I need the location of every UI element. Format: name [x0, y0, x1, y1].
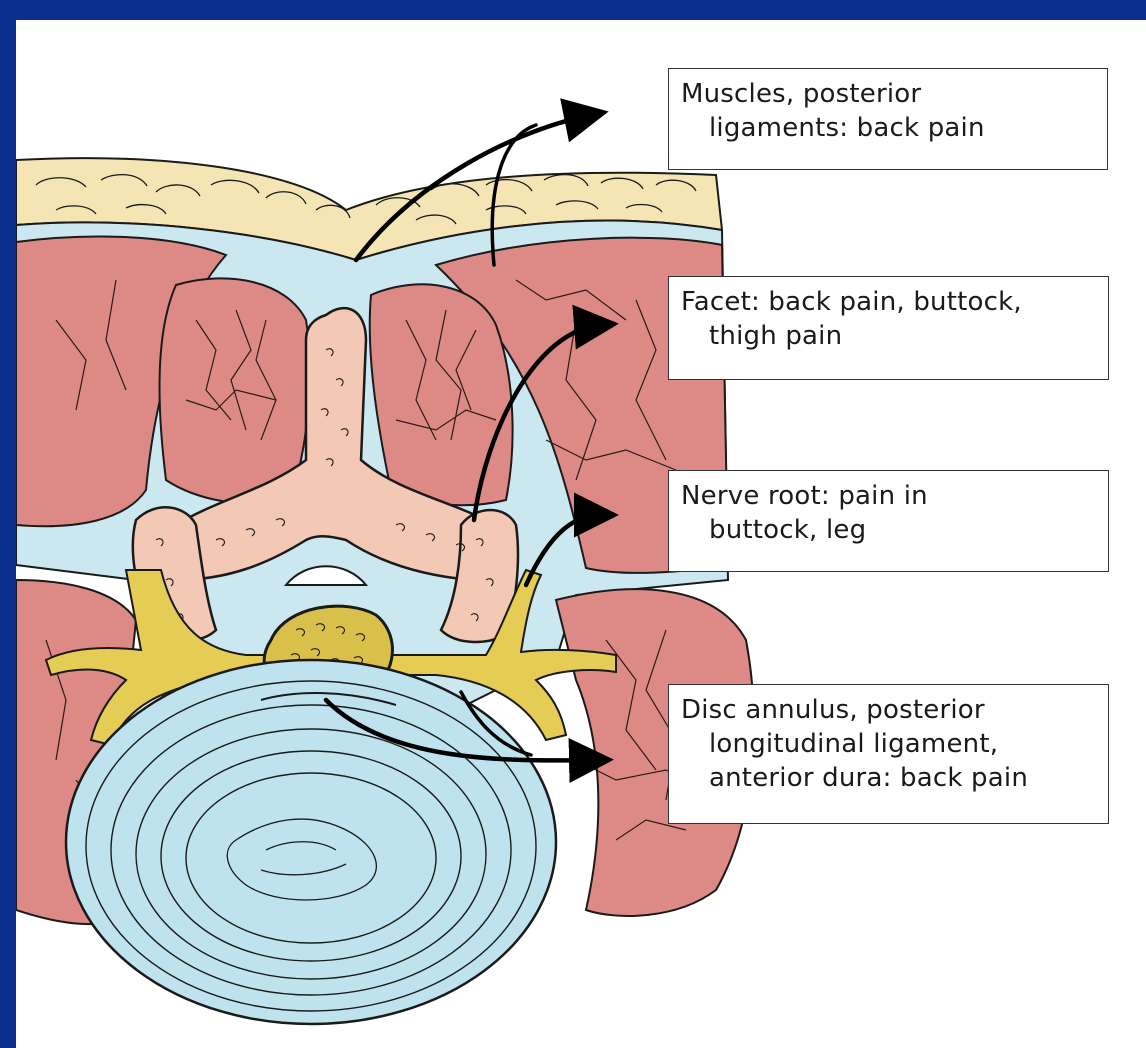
- callout-muscles-line2: ligaments: back pain: [681, 111, 1095, 145]
- callout-nerve-line1: Nerve root: pain in: [681, 479, 1096, 513]
- callout-facet-line1: Facet: back pain, buttock,: [681, 285, 1096, 319]
- callout-disc-line1: Disc annulus, posterior: [681, 693, 1096, 727]
- callout-disc-line2: longitudinal ligament,: [681, 727, 1096, 761]
- callout-muscles-ligaments: Muscles, posterior ligaments: back pain: [668, 68, 1108, 170]
- callout-muscles-line1: Muscles, posterior: [681, 77, 1095, 111]
- callout-disc-annulus: Disc annulus, posterior longitudinal lig…: [668, 684, 1109, 824]
- diagram-figure: Muscles, posterior ligaments: back pain …: [16, 20, 1146, 1048]
- callout-facet: Facet: back pain, buttock, thigh pain: [668, 276, 1109, 380]
- callout-facet-line2: thigh pain: [681, 319, 1096, 353]
- callout-nerve-line2: buttock, leg: [681, 513, 1096, 547]
- right-inner-muscle: [370, 284, 513, 505]
- callout-nerve-root: Nerve root: pain in buttock, leg: [668, 470, 1109, 572]
- callout-disc-line3: anterior dura: back pain: [681, 761, 1096, 795]
